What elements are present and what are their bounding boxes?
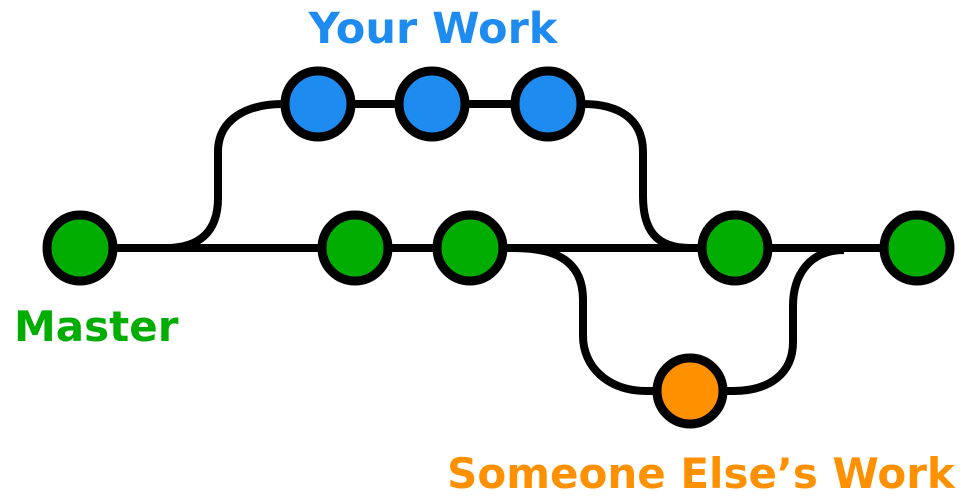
commit-node-your-work-1 bbox=[280, 66, 356, 142]
commit-node-master-5 bbox=[879, 210, 955, 286]
branch-labels: Your Work Master Someone Else’s Work bbox=[14, 4, 956, 496]
commit-node-someone-elses-1 bbox=[652, 353, 728, 429]
your-work-label: Your Work bbox=[308, 4, 559, 54]
commit-node-master-3 bbox=[432, 210, 508, 286]
commit-node-master-4 bbox=[697, 210, 773, 286]
commit-nodes bbox=[42, 66, 955, 429]
master-label: Master bbox=[14, 302, 179, 351]
commit-node-your-work-3 bbox=[510, 66, 586, 142]
someone-elses-work-label: Someone Else’s Work bbox=[447, 449, 956, 496]
commit-node-master-2 bbox=[317, 210, 393, 286]
someone-elses-branch-line bbox=[513, 244, 845, 395]
commit-node-your-work-2 bbox=[394, 66, 470, 142]
commit-node-master-1 bbox=[42, 210, 118, 286]
